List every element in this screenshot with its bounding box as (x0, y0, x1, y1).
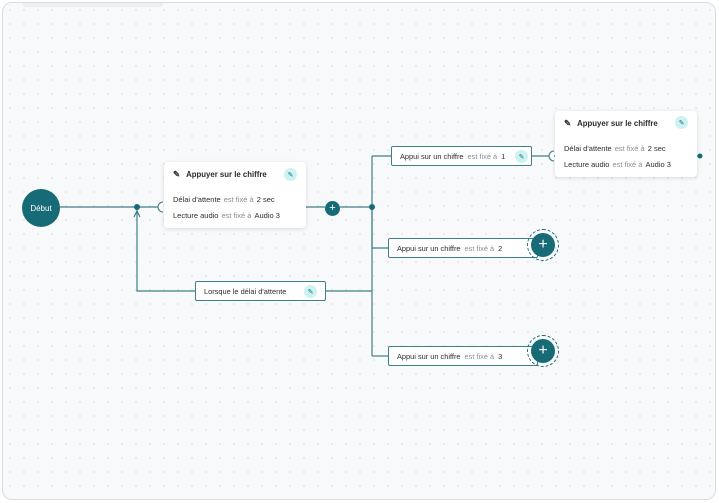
condition-label: Appui sur un chiffre (397, 351, 461, 361)
row-operator: est fixé à (221, 211, 252, 220)
connector-lines (60, 150, 703, 357)
condition-label: Appui sur un chiffre (397, 243, 461, 253)
plus-icon: + (538, 236, 548, 253)
row-operator: est fixé à (614, 144, 645, 153)
card-title: Appuyer sur le chiffre (186, 170, 267, 179)
wire-loop-back (136, 207, 195, 292)
row-value: 2 sec (256, 195, 275, 204)
add-step-button[interactable]: + (325, 201, 340, 216)
wire-arrow-up (133, 209, 141, 218)
condition-label: Appui sur un chiffre (400, 151, 464, 161)
card-header: ✎ Appuyer sur le chiffre (564, 118, 658, 129)
junction-dot (134, 204, 140, 210)
row-value: Audio 3 (645, 160, 671, 169)
row-operator: est fixé à (612, 160, 643, 169)
edit-condition-button[interactable]: ✎ (304, 285, 317, 298)
start-node[interactable]: Début (22, 189, 60, 227)
row-value: Audio 3 (254, 211, 280, 220)
row-operator: est fixé à (223, 195, 254, 204)
edit-card-button[interactable]: ✎ (284, 168, 297, 181)
card-header: ✎ Appuyer sur le chiffre (173, 169, 267, 180)
row-param: Lecture audio (564, 160, 610, 169)
add-target-ring (527, 335, 559, 367)
pencil-icon: ✎ (307, 288, 314, 296)
row-param: Délai d'attente (173, 195, 221, 204)
junction-dot (697, 153, 703, 159)
pencil-icon: ✎ (287, 171, 294, 179)
action-card-main[interactable]: ✎ Appuyer sur le chiffre ✎ Délai d'atten… (164, 162, 306, 228)
wire-branch-2 (371, 207, 388, 249)
canvas-top-tab (23, 3, 163, 7)
pencil-icon: ✎ (518, 153, 525, 161)
row-param: Lecture audio (173, 211, 219, 220)
row-param: Délai d'attente (564, 144, 612, 153)
pencil-icon: ✎ (678, 119, 685, 127)
input-port (548, 150, 555, 162)
condition-value: 3 (498, 351, 503, 361)
condition-operator: est fixé à (467, 151, 498, 161)
add-branch-step-button[interactable]: + (531, 339, 555, 363)
condition-operator: est fixé à (464, 351, 495, 361)
pencil-icon: ✎ (173, 169, 181, 179)
action-card-branch-1[interactable]: ✎ Appuyer sur le chiffre ✎ Délai d'atten… (555, 111, 697, 177)
input-port (157, 201, 164, 213)
edit-branch-button[interactable]: ✎ (515, 150, 528, 163)
timeout-condition[interactable]: Lorsque le délai d'attente ✎ (195, 281, 326, 301)
condition-value: 2 (498, 243, 503, 253)
condition-operator: est fixé à (464, 243, 495, 253)
start-label: Début (30, 203, 52, 213)
add-target-ring (527, 229, 559, 261)
junction-dot (369, 204, 375, 210)
plus-icon: + (538, 342, 548, 359)
card-title: Appuyer sur le chiffre (577, 119, 658, 128)
add-branch-step-button[interactable]: + (531, 233, 555, 257)
plus-icon: + (329, 202, 336, 214)
edit-card-button[interactable]: ✎ (675, 116, 688, 129)
condition-label: Lorsque le délai d'attente (204, 286, 287, 296)
condition-value: 1 (501, 151, 506, 161)
pencil-icon: ✎ (564, 118, 572, 128)
row-value: 2 sec (647, 144, 666, 153)
